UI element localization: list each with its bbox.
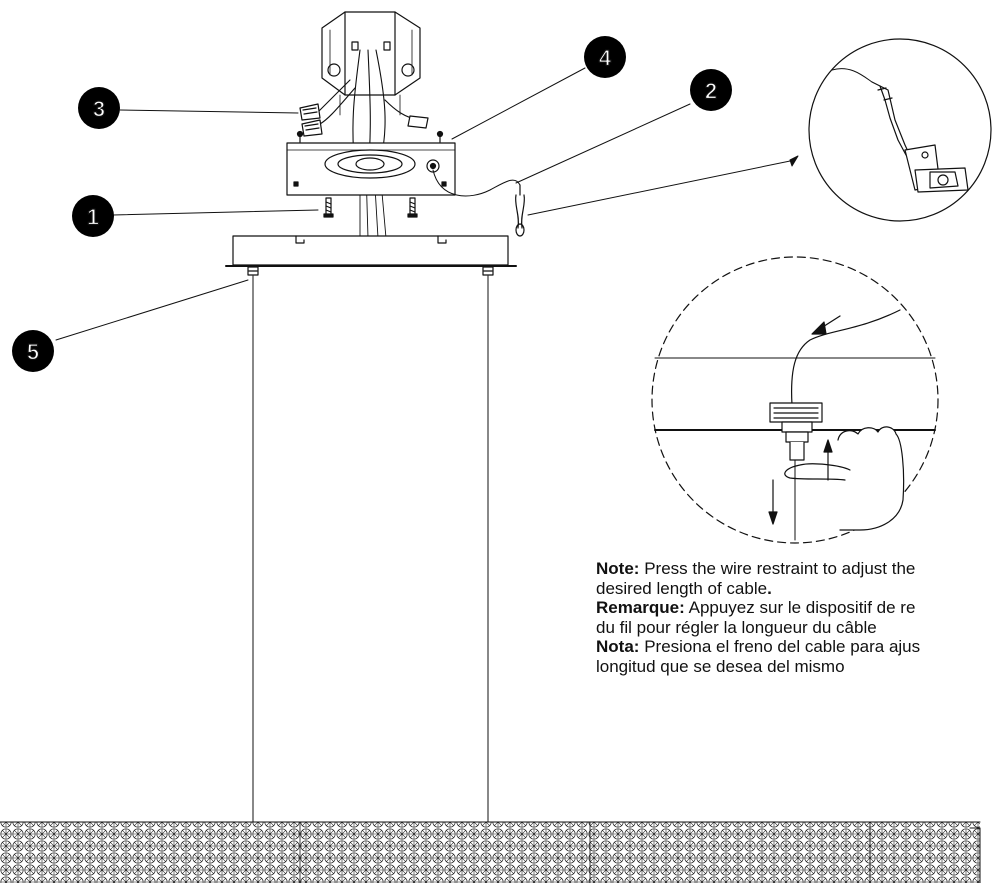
- safety-cable: [432, 169, 526, 237]
- note-es-line1: Nota: Presiona el freno del cable para a…: [596, 637, 997, 657]
- callout-2: 2: [690, 69, 732, 111]
- callout-3-number: 3: [93, 97, 105, 122]
- note-es-line2: longitud que se desea del mismo: [596, 657, 997, 677]
- callout-1-number: 1: [87, 205, 99, 230]
- detail-safety-hook: [808, 38, 992, 222]
- mounting-screws: [323, 197, 418, 218]
- note-fr-line1: Remarque: Appuyez sur le dispositif de r…: [596, 598, 997, 618]
- note-es-text1: Presiona el freno del cable para ajus: [644, 637, 921, 656]
- note-fr-text2: du fil pour régler la longueur du câble: [596, 617, 877, 637]
- note-en-line2: desired length of cable.: [596, 579, 997, 599]
- adjustment-note: Note: Press the wire restraint to adjust…: [596, 559, 997, 676]
- note-fr-text1: Appuyez sur le dispositif de re: [688, 598, 916, 617]
- note-en-text1: Press the wire restraint to adjust the: [644, 559, 916, 578]
- note-fr-line2: du fil pour régler la longueur du câble: [596, 618, 997, 638]
- suspension-cables: [252, 275, 489, 823]
- callout-4-number: 4: [599, 46, 612, 71]
- note-en-line1: Note: Press the wire restraint to adjust…: [596, 559, 997, 579]
- callout-3: 3: [78, 87, 120, 129]
- detail-wire-restraint: [651, 256, 939, 544]
- callout-4: 4: [584, 36, 626, 78]
- note-es-text2: longitud que se desea del mismo: [596, 656, 845, 676]
- note-en-text2: desired length of cable: [596, 578, 768, 598]
- wire-connectors: [299, 103, 429, 137]
- note-fr-label: Remarque:: [596, 598, 685, 617]
- callout-1: 1: [72, 195, 114, 237]
- note-en-period: .: [767, 578, 772, 598]
- leader-lines: [55, 67, 799, 341]
- junction-box: [321, 11, 421, 116]
- callout-5: 5: [12, 330, 54, 372]
- note-en-label: Note:: [596, 559, 640, 578]
- callout-2-number: 2: [705, 79, 717, 104]
- canopy: [225, 235, 517, 267]
- cable-grippers: [247, 266, 494, 276]
- note-es-label: Nota:: [596, 637, 640, 656]
- crystal-fixture: [0, 821, 981, 883]
- callout-5-number: 5: [27, 340, 39, 365]
- mounting-bracket: [286, 130, 456, 196]
